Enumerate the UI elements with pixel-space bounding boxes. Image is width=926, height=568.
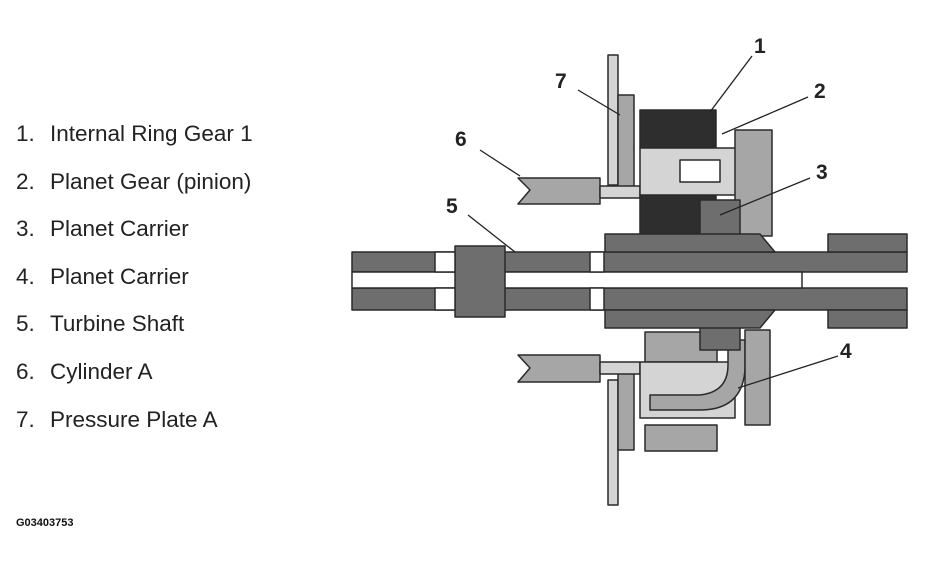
legend-item: 2. Planet Gear (pinion) [16,166,253,214]
planet-carrier [639,129,773,426]
legend-item: 4. Planet Carrier [16,261,253,309]
legend-item: 5. Turbine Shaft [16,308,253,356]
figure-code: G03403753 [16,517,74,529]
legend-label: Pressure Plate A [50,406,218,432]
carrier-hub [604,233,776,329]
cylinder-a [517,177,641,383]
legend-number: 4. [16,263,35,289]
legend-label: Planet Carrier [50,216,189,242]
legend-number: 1. [16,121,35,146]
planet-gear [639,147,751,196]
callout-1: 1 [754,35,766,58]
legend-label: Cylinder A [50,358,153,384]
legend-item: 7. Pressure Plate A [16,404,253,452]
legend-label: Internal Ring Gear 1 [50,121,253,146]
legend-item: 1. Internal Ring Gear 1 [16,118,253,166]
callout-6: 6 [455,128,467,151]
legend-number: 3. [16,216,35,242]
legend-item: 6. Cylinder A [16,356,253,404]
legend-item: 3. Planet Carrier [16,213,253,261]
turbine-shaft [351,233,908,329]
legend-number: 6. [16,358,35,384]
parts-legend: 1. Internal Ring Gear 1 2. Planet Gear (pi… [16,118,253,451]
callout-5: 5 [446,195,458,218]
callout-7: 7 [555,70,567,93]
legend-label: Planet Carrier [50,263,189,289]
callout-4: 4 [840,340,852,363]
leader-lines [467,55,839,389]
legend-number: 7. [16,406,35,432]
legend-number: 5. [16,311,35,337]
legend-number: 2. [16,168,35,194]
callout-2: 2 [814,80,826,103]
legend-label: Turbine Shaft [50,311,185,337]
legend-label: Planet Gear (pinion) [50,168,252,194]
callout-3: 3 [816,161,828,184]
